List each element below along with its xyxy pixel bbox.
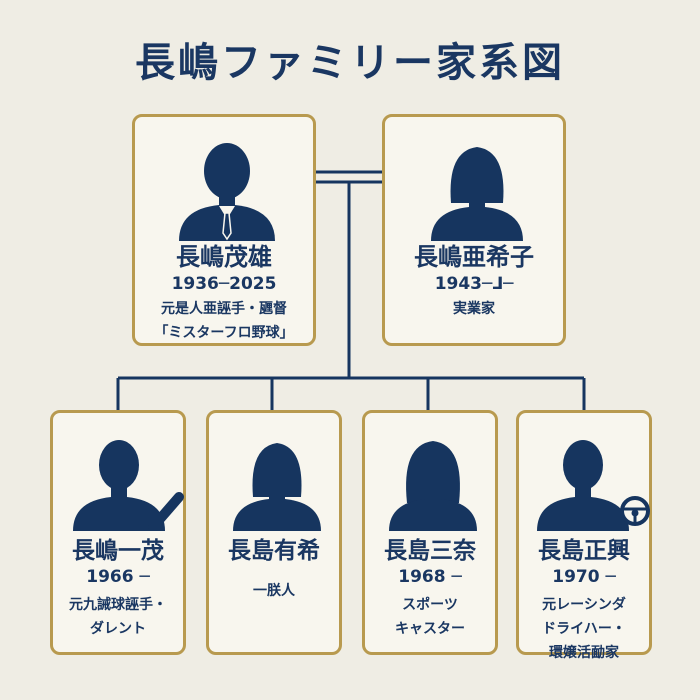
woman-silhouette-icon xyxy=(389,441,477,531)
person-description: 一朕人 xyxy=(253,583,295,599)
person-years: 1970 ─ xyxy=(552,567,616,587)
person-years: 1943─⅃─ xyxy=(434,274,514,294)
person-description: 元九誡球誣手・ ダレント xyxy=(69,597,167,637)
person-card-child-1: 長嶋一茂 1966 ─ 元九誡球誣手・ ダレント xyxy=(50,410,186,655)
person-name: 長島正興 xyxy=(538,538,630,564)
person-name: 長嶋茂雄 xyxy=(176,243,272,271)
person-card-child-2: 長島有希 一朕人 xyxy=(206,410,342,655)
person-description: 元是人亜誣手・甅督 「ミスターフロ野球」 xyxy=(154,301,294,341)
person-description: 元レーシンダ ドライハー・ 環嬢活勔家 xyxy=(542,597,626,661)
person-card-father: 長嶋茂雄 1936─2025 元是人亜誣手・甅督 「ミスターフロ野球」 xyxy=(132,114,316,346)
steering-wheel-icon xyxy=(620,496,650,526)
person-years: 1936─2025 xyxy=(171,274,277,294)
person-name: 長嶋亜希子 xyxy=(414,243,534,271)
man-with-bat-silhouette-icon xyxy=(73,440,184,531)
woman-silhouette-icon xyxy=(233,443,321,531)
person-card-child-3: 長島三奈 1968 ─ スポーツ キャスター xyxy=(362,410,498,655)
person-card-mother: 長嶋亜希子 1943─⅃─ 実業家 xyxy=(382,114,566,346)
person-card-child-4: 長島正興 1970 ─ 元レーシンダ ドライハー・ 環嬢活勔家 xyxy=(516,410,652,661)
page-title: 長嶋ファミリー家系図 xyxy=(135,40,565,86)
person-name: 長島三奈 xyxy=(384,538,476,564)
woman-silhouette-icon xyxy=(431,147,523,241)
person-name: 長島有希 xyxy=(228,538,320,564)
man-suit-silhouette-icon xyxy=(179,143,275,241)
person-description: スポーツ キャスター xyxy=(395,597,465,637)
man-with-steering-wheel-silhouette-icon xyxy=(537,440,650,531)
person-years: 1966 ─ xyxy=(86,567,150,587)
person-years: 1968 ─ xyxy=(398,567,462,587)
person-description: 実業家 xyxy=(453,301,495,317)
person-name: 長嶋一茂 xyxy=(72,538,164,564)
